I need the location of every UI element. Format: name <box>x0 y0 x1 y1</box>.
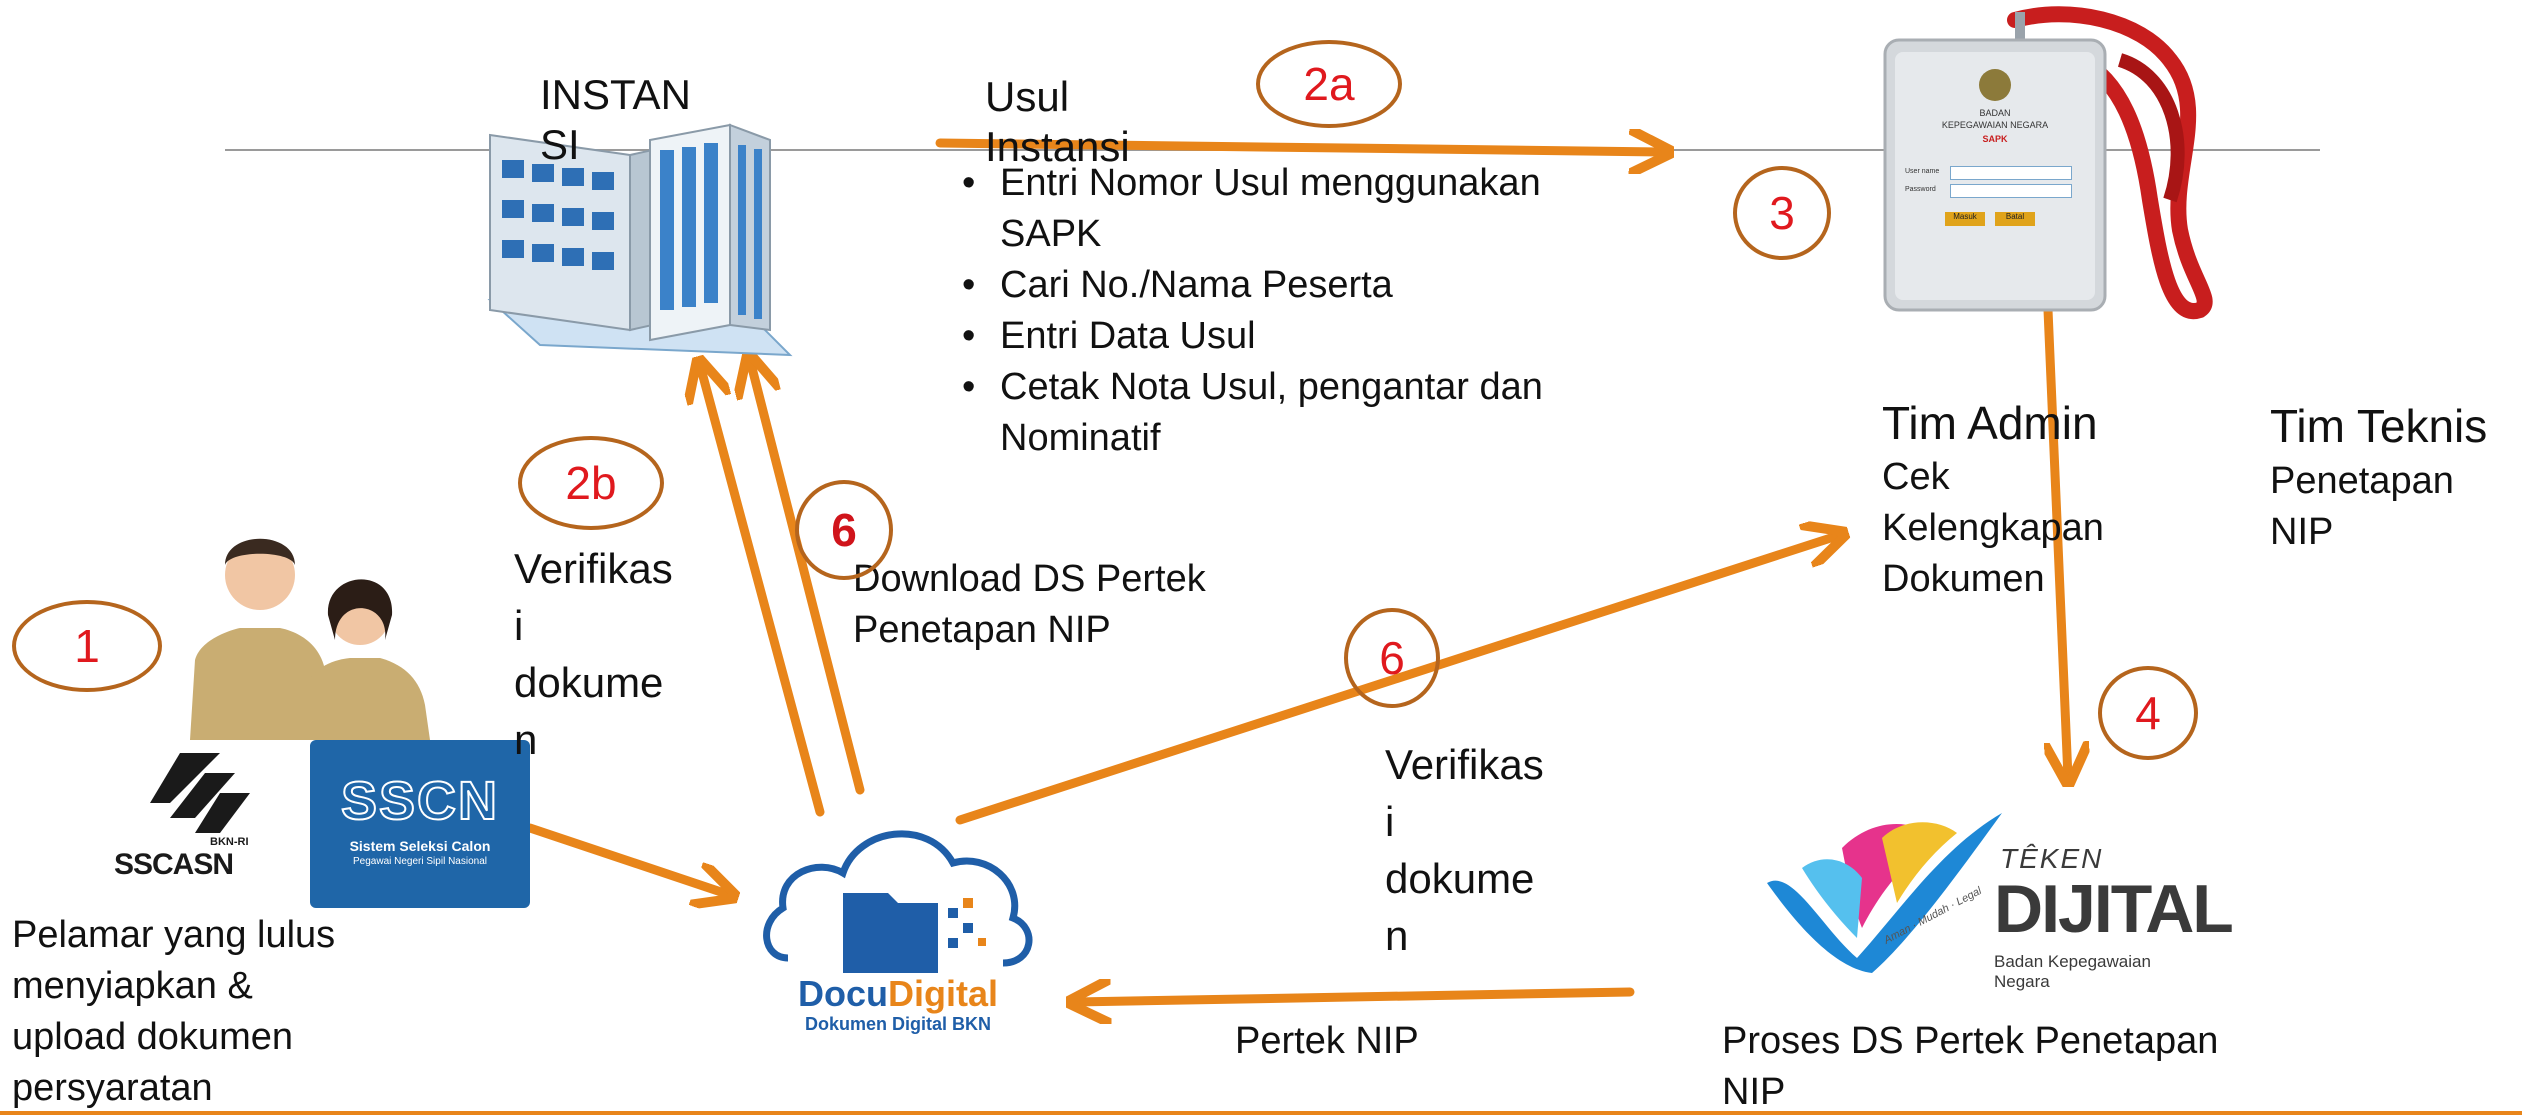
sapk-card-line2: KEPEGAWAIAN NEGARA <box>1941 120 2049 130</box>
teken-line1: TÊKEN <box>2000 843 2104 874</box>
list-item: Cetak Nota Usul, pengantar dan Nominatif <box>962 362 1572 464</box>
office-building-icon <box>470 115 800 360</box>
arrow-sscn-to-docudigital <box>525 823 730 895</box>
teken-sub: Badan Kepegawaian Negara <box>1994 952 2151 991</box>
sscasn-label: SSCASN <box>114 848 234 881</box>
arrow-2a <box>935 143 1665 152</box>
arrow-docudigital-to-instansi-b <box>750 360 865 795</box>
sapk-card-line1: BADAN <box>1979 108 2011 118</box>
sapk-id-card-icon: BADAN KEPEGAWAIAN NEGARA SAPK User name … <box>1870 0 2230 320</box>
sscn-label: SSCN <box>340 770 500 832</box>
sscn-badge: SSCN Sistem Seleksi Calon Pegawai Negeri… <box>310 740 530 908</box>
sscn-sub2: Pegawai Negeri Sipil Nasional <box>353 856 487 867</box>
docudigital-name-part1: Docu <box>797 973 888 1014</box>
teken-line2: DIJITAL <box>1994 871 2234 947</box>
arrow-docudigital-to-instansi-a <box>700 365 825 817</box>
list-item: Entri Nomor Usul menggunakan SAPK <box>962 158 1572 260</box>
sapk-card-line3: SAPK <box>1982 134 2008 144</box>
sscasn-logo: BKN-RI SSCASN <box>110 748 290 888</box>
sscn-sub1: Sistem Seleksi Calon <box>349 838 491 854</box>
pelamar-text: Pelamar yang lulus menyiapkan & upload d… <box>12 914 336 1109</box>
usul-instansi-title: Usul Instansi <box>985 73 1130 170</box>
tim-teknis-body: Penetapan NIP <box>2270 460 2454 553</box>
step-2b: 2b <box>518 436 664 530</box>
arrow-sapk-to-teken <box>2043 305 2068 778</box>
sapk-field2-label: Password <box>1905 186 1936 193</box>
step-2a: 2a <box>1256 40 1402 128</box>
step-3: 3 <box>1733 166 1831 260</box>
list-item: Entri Data Usul <box>962 311 1572 362</box>
instansi-title: INSTAN SI <box>540 71 691 168</box>
step-1: 1 <box>12 600 162 692</box>
tim-admin-title: Tim Admin <box>1882 397 2098 449</box>
sapk-field2 <box>1950 184 2072 198</box>
proses-ds-text: Proses DS Pertek Penetapan NIP <box>1722 1020 2219 1113</box>
tim-teknis-title: Tim Teknis <box>2270 400 2488 452</box>
sscasn-label-top: BKN-RI <box>210 836 249 848</box>
pertek-nip-text: Pertek NIP <box>1235 1020 1419 1062</box>
docudigital-sub: Dokumen Digital BKN <box>804 1014 991 1034</box>
arrow-teken-to-docudigital <box>1075 992 1635 1002</box>
list-item: Cari No./Nama Peserta <box>962 260 1572 311</box>
sapk-field1 <box>1950 166 2072 180</box>
sapk-field1-label: User name <box>1905 168 1940 175</box>
step-4: 4 <box>2098 666 2198 760</box>
sapk-cancel-button: Batal <box>1995 212 2035 226</box>
verifikasi-left-text: Verifikas i dokume n <box>514 545 673 763</box>
usul-instansi-list: Entri Nomor Usul menggunakan SAPK Cari N… <box>962 158 1572 464</box>
docudigital-name-part2: Digital <box>887 973 998 1014</box>
teken-dijital-logo: TÊKEN DIJITAL Badan Kepegawaian Negara A… <box>1762 808 2234 991</box>
step-6-download: 6 <box>795 480 893 580</box>
docudigital-logo: DocuDigital Dokumen Digital BKN <box>758 808 1038 1040</box>
docudigital-name: DocuDigital <box>758 973 1038 1015</box>
sapk-login-button: Masuk <box>1945 212 1985 226</box>
tim-admin-body: Cek Kelengkapan Dokumen <box>1882 456 2104 600</box>
applicants-icon <box>180 520 440 740</box>
step-6-admin: 6 <box>1344 608 1440 708</box>
download-text: Download DS Pertek Penetapan NIP <box>853 558 1206 651</box>
verifikasi-right-text: Verifikas i dokume n <box>1385 741 1544 959</box>
